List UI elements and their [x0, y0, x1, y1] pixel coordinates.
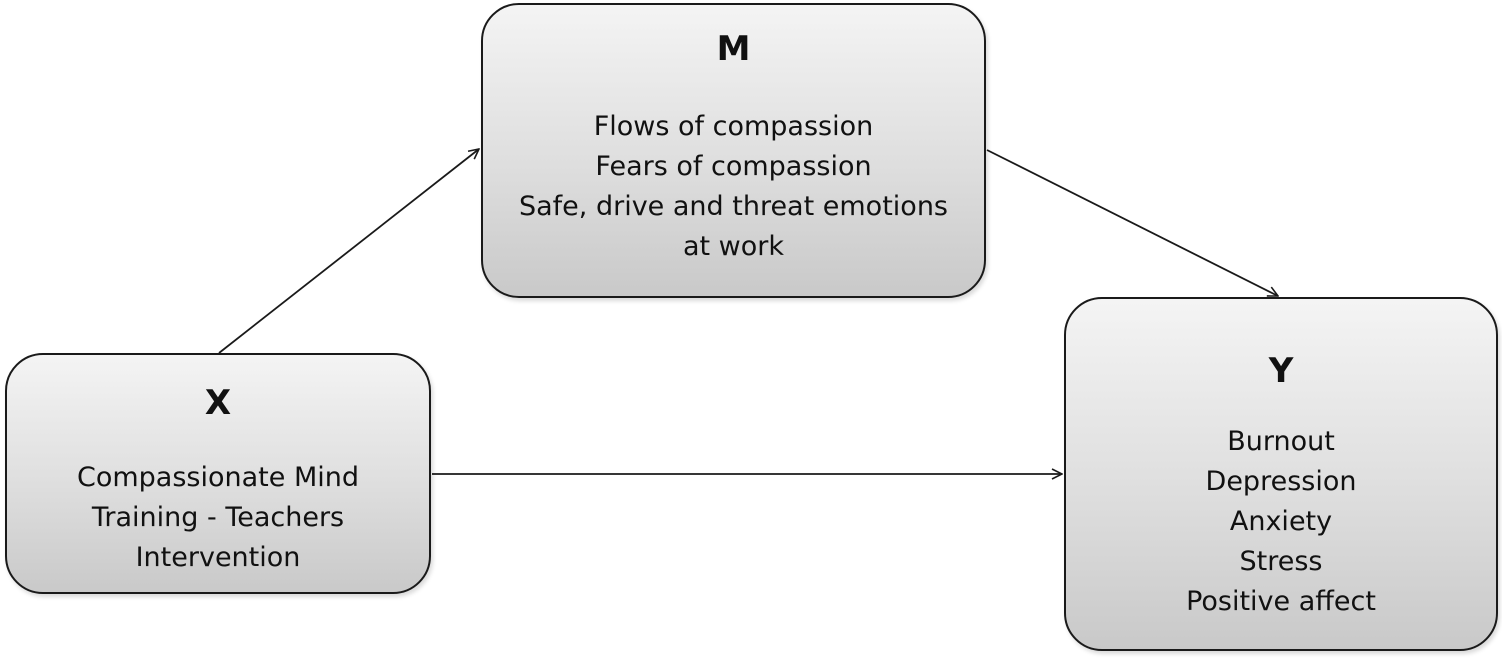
arrow-m-to-y [986, 149, 1278, 297]
node-item: Safe, drive and threat emotions [518, 191, 948, 222]
node-item: Fears of compassion [595, 151, 872, 182]
node-item: Flows of compassion [593, 111, 874, 142]
node-item: Training - Teachers [91, 502, 345, 533]
predictor-letter: X [204, 383, 232, 423]
node-item: Compassionate Mind [77, 462, 359, 493]
outcome-letter: Y [1268, 351, 1294, 391]
node-item: Intervention [135, 542, 301, 573]
node-item: Anxiety [1229, 506, 1333, 537]
node-item: Positive affect [1186, 586, 1376, 617]
node-item: Depression [1205, 466, 1357, 497]
node-item: Stress [1239, 546, 1323, 577]
arrow-x-to-m [218, 149, 479, 354]
node-item: Burnout [1227, 426, 1335, 457]
mediator-letter: M [716, 29, 751, 69]
node-item: at work [682, 231, 785, 262]
